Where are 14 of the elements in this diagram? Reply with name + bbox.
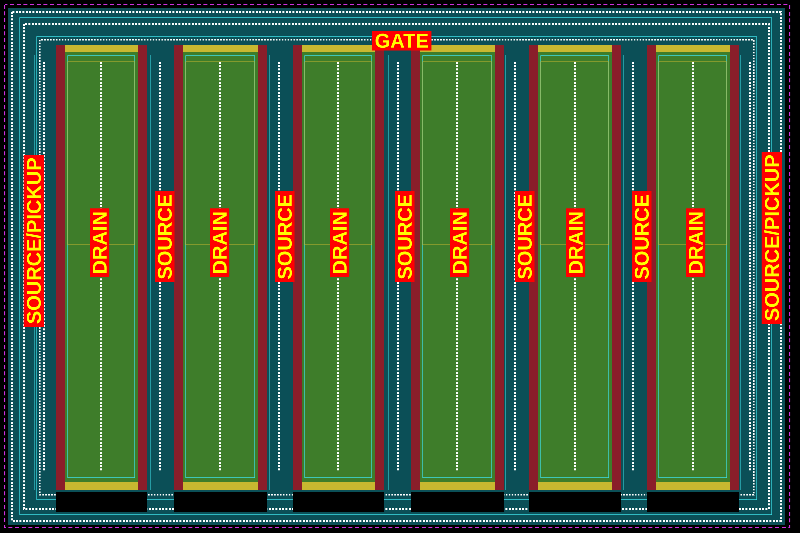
terminal-label: DRAIN	[90, 208, 110, 278]
terminal-label: SOURCE	[275, 192, 295, 282]
terminal-label: DRAIN	[686, 208, 706, 278]
terminal-label: DRAIN	[210, 208, 230, 278]
terminal-label: DRAIN	[450, 208, 470, 278]
terminal-label: SOURCE	[632, 192, 652, 282]
terminal-label: SOURCE/PICKUP	[762, 152, 782, 324]
terminal-label: SOURCE/PICKUP	[24, 155, 44, 328]
terminal-label: DRAIN	[566, 208, 586, 278]
terminal-label: DRAIN	[330, 208, 350, 278]
terminal-label: GATE	[372, 31, 432, 51]
terminal-label: SOURCE	[155, 192, 175, 282]
terminal-label: SOURCE	[395, 192, 415, 282]
terminal-label: SOURCE	[515, 192, 535, 282]
